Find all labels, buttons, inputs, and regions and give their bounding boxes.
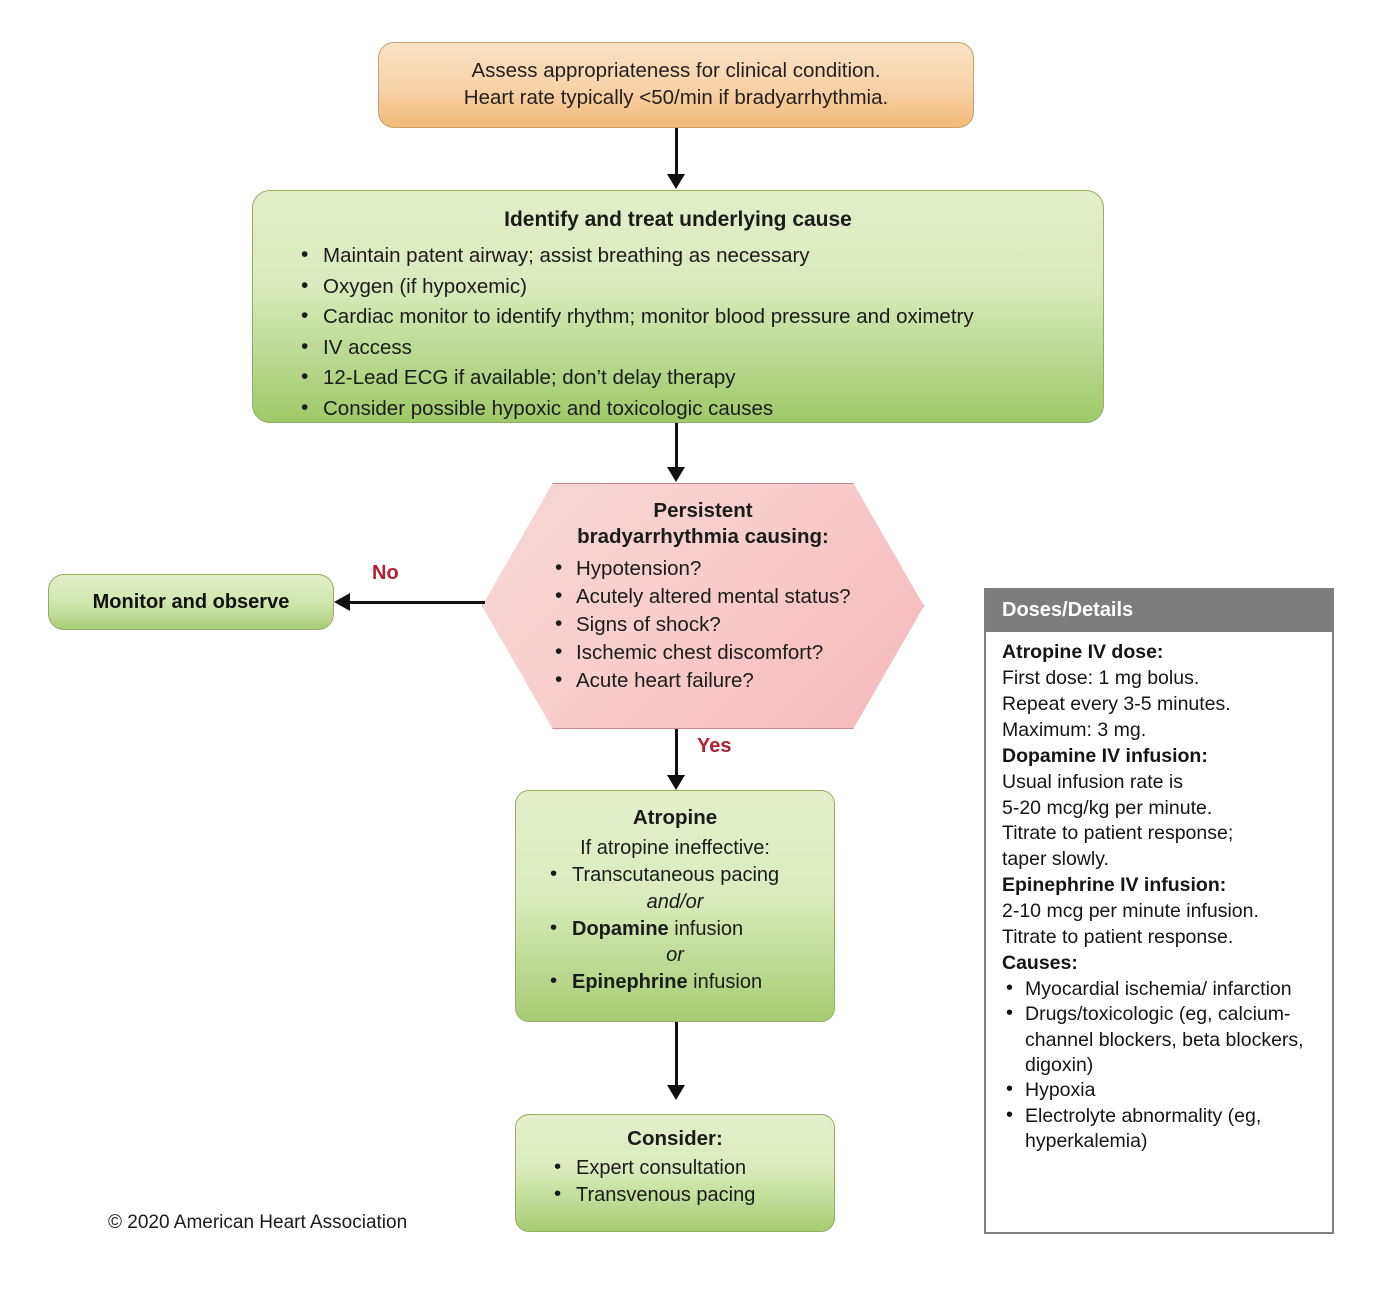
persistent-bradyarrhythmia-decision: Persistent bradyarrhythmia causing: Hypo… xyxy=(482,483,924,729)
copyright-notice: © 2020 American Heart Association xyxy=(108,1212,408,1233)
consider-box: Consider: Expert consultation Transvenou… xyxy=(515,1114,835,1232)
epinephrine-label: Epinephrine xyxy=(572,971,688,994)
arrow-yes-branch xyxy=(667,775,685,790)
atropine-bullet-list-dopamine: Dopamine infusion xyxy=(530,915,820,942)
decision-title-line-2: bradyarrhythmia causing: xyxy=(577,524,829,548)
atropine-bullet-list-epinephrine: Epinephrine infusion xyxy=(530,968,820,995)
doses-details-panel: Doses/Details Atropine IV dose: First do… xyxy=(984,588,1334,1234)
list-item: 12-Lead ECG if available; don’t delay th… xyxy=(297,363,1077,391)
dopamine-dose-heading: Dopamine IV infusion: xyxy=(1002,744,1208,767)
dopamine-label: Dopamine xyxy=(572,917,669,940)
dopamine-dose-line: Titrate to patient response; xyxy=(1002,822,1234,845)
atropine-connector-and-or: and/or xyxy=(646,890,704,913)
causes-list: Myocardial ischemia/ infarction Drugs/to… xyxy=(1002,976,1318,1155)
list-item: Expert consultation xyxy=(550,1154,820,1181)
list-item: Consider possible hypoxic and toxicologi… xyxy=(297,394,1077,422)
list-item: Ischemic chest discomfort? xyxy=(551,638,883,666)
doses-panel-header: Doses/Details xyxy=(986,590,1332,632)
dopamine-dose-line: 5-20 mcg/kg per minute. xyxy=(1002,796,1213,819)
dopamine-suffix: infusion xyxy=(668,917,744,940)
monitor-and-observe-box: Monitor and observe xyxy=(48,574,334,630)
dopamine-dose-line: taper slowly. xyxy=(1002,848,1109,871)
list-item: Oxygen (if hypoxemic) xyxy=(297,272,1077,300)
arrow-atropine-to-consider xyxy=(667,1085,685,1100)
list-item: Signs of shock? xyxy=(551,610,883,638)
atropine-treatment-box: Atropine If atropine ineffective: Transc… xyxy=(515,790,835,1022)
atropine-connector-or: or xyxy=(666,944,684,967)
decision-bullet-list: Hypotension? Acutely altered mental stat… xyxy=(523,554,883,694)
identify-title: Identify and treat underlying cause xyxy=(504,208,852,231)
list-item: Hypotension? xyxy=(551,554,883,582)
monitor-label: Monitor and observe xyxy=(92,590,290,613)
branch-label-no: No xyxy=(372,562,399,584)
list-item: Electrolyte abnormality (eg, hyperkalemi… xyxy=(1004,1103,1318,1155)
dopamine-dose-line: Usual infusion rate is xyxy=(1002,770,1184,793)
branch-label-yes: Yes xyxy=(697,735,732,757)
list-item: IV access xyxy=(297,333,1077,361)
list-item: Epinephrine infusion xyxy=(546,968,820,995)
list-item: Transcutaneous pacing xyxy=(546,861,820,888)
list-item: Transvenous pacing xyxy=(550,1181,820,1208)
connector-yes-branch xyxy=(675,729,678,775)
arrow-identify-to-decision xyxy=(667,467,685,482)
list-item: Maintain patent airway; assist breathing… xyxy=(297,241,1077,269)
identify-and-treat-box: Identify and treat underlying cause Main… xyxy=(252,190,1104,423)
assess-line-2: Heart rate typically <50/min if bradyarr… xyxy=(463,86,889,109)
arrow-assess-to-identify xyxy=(667,174,685,189)
atropine-bullet-list: Transcutaneous pacing xyxy=(530,861,820,888)
connector-no-branch xyxy=(350,601,485,604)
atropine-dose-line: Maximum: 3 mg. xyxy=(1002,718,1147,741)
connector-identify-to-decision xyxy=(675,423,678,467)
atropine-title: Atropine xyxy=(632,806,718,829)
list-item: Hypoxia xyxy=(1004,1077,1318,1103)
atropine-subtitle: If atropine ineffective: xyxy=(580,837,770,860)
arrow-no-branch xyxy=(334,593,350,611)
atropine-dose-line: Repeat every 3-5 minutes. xyxy=(1002,692,1231,715)
epinephrine-dose-line: Titrate to patient response. xyxy=(1002,926,1234,949)
epinephrine-dose-heading: Epinephrine IV infusion: xyxy=(1002,874,1227,897)
assess-line-1: Assess appropriateness for clinical cond… xyxy=(471,59,881,83)
list-item: Acute heart failure? xyxy=(551,666,883,694)
connector-assess-to-identify xyxy=(675,128,678,174)
assess-appropriateness-box: Assess appropriateness for clinical cond… xyxy=(378,42,974,128)
consider-bullet-list: Expert consultation Transvenous pacing xyxy=(530,1154,820,1208)
identify-bullet-list: Maintain patent airway; assist breathing… xyxy=(279,241,1077,422)
list-item: Acutely altered mental status? xyxy=(551,582,883,610)
atropine-dose-line: First dose: 1 mg bolus. xyxy=(1002,666,1200,689)
epinephrine-suffix: infusion xyxy=(687,971,763,994)
list-item: Drugs/toxicologic (eg, calcium-channel b… xyxy=(1004,1001,1318,1078)
causes-heading: Causes: xyxy=(1002,952,1078,975)
decision-title-line-1: Persistent xyxy=(653,499,753,522)
epinephrine-dose-line: 2-10 mcg per minute infusion. xyxy=(1002,900,1259,923)
list-item: Myocardial ischemia/ infarction xyxy=(1004,976,1318,1002)
atropine-dose-heading: Atropine IV dose: xyxy=(1002,641,1164,663)
list-item: Cardiac monitor to identify rhythm; moni… xyxy=(297,302,1077,330)
list-item: Dopamine infusion xyxy=(546,915,820,942)
doses-panel-body: Atropine IV dose: First dose: 1 mg bolus… xyxy=(986,632,1332,1160)
consider-title: Consider: xyxy=(627,1127,723,1150)
connector-atropine-to-consider xyxy=(675,1022,678,1085)
